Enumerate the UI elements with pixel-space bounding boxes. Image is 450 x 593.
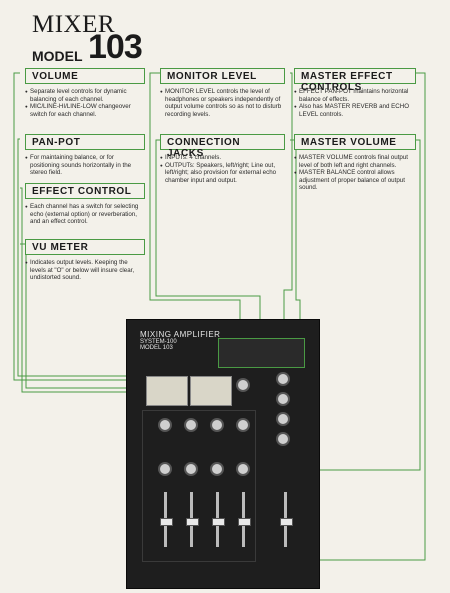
section-master-volume-title: MASTER VOLUME — [294, 134, 416, 150]
channel-fader — [238, 518, 251, 526]
volume-bullet: MIC/LINE-HI/LINE-LOW changeover switch f… — [25, 103, 145, 118]
brand-header: MIXER MODEL 103 — [32, 11, 143, 66]
section-pan-pot-title: PAN-POT — [25, 134, 145, 150]
section-volume: VOLUME Separate level controls for dynam… — [25, 68, 145, 118]
effect-knob — [184, 462, 198, 476]
master-balance-knob — [276, 432, 290, 446]
section-effect-control-title: EFFECT CONTROL — [25, 183, 145, 199]
brand-title: MIXER — [32, 11, 116, 38]
connection-jacks-bullet: INPUTs: 4 channels. — [160, 154, 285, 162]
master-fader — [280, 518, 293, 526]
channel-panel — [142, 410, 256, 562]
section-master-effect-controls-title: MASTER EFFECT CONTROLS — [294, 68, 416, 93]
section-vu-meter: VU METER Indicates output levels. Keepin… — [25, 239, 145, 282]
pan-pot-knob — [184, 418, 198, 432]
pan-pot-knob — [158, 418, 172, 432]
effect-knob — [158, 462, 172, 476]
monitor-level-bullet: MONITOR LEVEL controls the level of head… — [160, 88, 285, 118]
volume-bullet: Separate level controls for dynamic bala… — [25, 88, 145, 103]
device-label-3: MODEL 103 — [140, 345, 173, 351]
section-vu-meter-title: VU METER — [25, 239, 145, 255]
master-effect-bullet: EFFECT PAN-POT maintains horizontal bala… — [294, 88, 416, 103]
vu-meter-left — [146, 376, 188, 406]
brand-model-number: 103 — [88, 28, 143, 66]
effect-knob — [236, 462, 250, 476]
section-monitor-level-title: MONITOR LEVEL — [160, 68, 285, 84]
master-reverb-knob — [276, 392, 290, 406]
connection-jacks-bullet: OUTPUTs: Speakers, left/right; Line out,… — [160, 162, 285, 185]
master-effect-bullet: Also has MASTER REVERB and ECHO LEVEL co… — [294, 103, 416, 118]
vu-meter-bullet: Indicates output levels. Keeping the lev… — [25, 259, 145, 282]
device-label-1: MIXING AMPLIFIER — [140, 330, 221, 339]
pan-pot-knob — [210, 418, 224, 432]
pan-pot-knob — [236, 418, 250, 432]
effect-pan-knob — [276, 372, 290, 386]
master-volume-bullet: MASTER BALANCE control allows adjustment… — [294, 169, 416, 192]
monitor-level-knob — [236, 378, 250, 392]
section-master-volume: MASTER VOLUME MASTER VOLUME controls fin… — [294, 134, 416, 192]
section-pan-pot: PAN-POT For maintaining balance, or for … — [25, 134, 145, 177]
section-volume-title: VOLUME — [25, 68, 145, 84]
effect-knob — [210, 462, 224, 476]
echo-level-knob — [276, 412, 290, 426]
effect-control-bullet: Each channel has a switch for selecting … — [25, 203, 145, 226]
channel-fader — [212, 518, 225, 526]
connection-jacks-panel — [218, 338, 305, 368]
master-volume-bullet: MASTER VOLUME controls final output leve… — [294, 154, 416, 169]
section-monitor-level: MONITOR LEVEL MONITOR LEVEL controls the… — [160, 68, 285, 118]
channel-fader — [160, 518, 173, 526]
section-effect-control: EFFECT CONTROL Each channel has a switch… — [25, 183, 145, 226]
device-label-2: SYSTEM-100 — [140, 339, 177, 345]
section-connection-jacks-title: CONNECTION JACKS — [160, 134, 285, 159]
channel-fader — [186, 518, 199, 526]
pan-pot-bullet: For maintaining balance, or for position… — [25, 154, 145, 177]
brand-model-label: MODEL — [32, 48, 83, 64]
vu-meter-right — [190, 376, 232, 406]
device-nameplate: MIXING AMPLIFIER SYSTEM-100 MODEL 103 — [140, 330, 220, 351]
section-master-effect-controls: MASTER EFFECT CONTROLS EFFECT PAN-POT ma… — [294, 68, 416, 118]
section-connection-jacks: CONNECTION JACKS INPUTs: 4 channels. OUT… — [160, 134, 285, 184]
